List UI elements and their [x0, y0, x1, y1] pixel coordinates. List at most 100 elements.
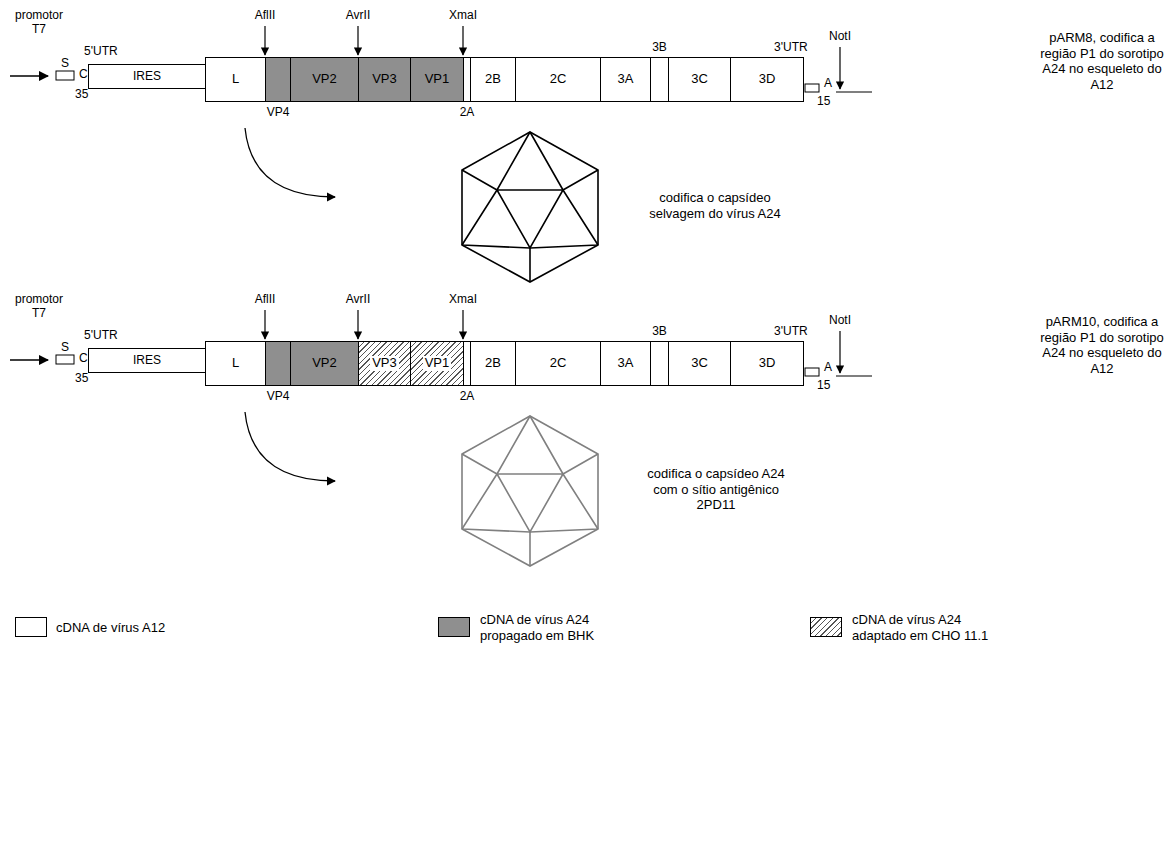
- site-arrow: [462, 310, 463, 339]
- segment-label: IRES: [133, 70, 161, 84]
- segment-label: 3C: [691, 356, 708, 371]
- construct-art: [10, 310, 872, 566]
- segment-label: 2A: [460, 390, 475, 403]
- site-label: AflII: [243, 292, 287, 306]
- polyc-label: C: [79, 351, 88, 365]
- gene-segment: VP3: [358, 341, 411, 386]
- gene-segment: 3A: [600, 57, 651, 102]
- icosahedron: [462, 132, 598, 282]
- site-arrow: [839, 331, 840, 373]
- segment-label: 2C: [550, 356, 567, 371]
- segment-label: 3C: [691, 72, 708, 87]
- site-label: XmaI: [441, 8, 485, 22]
- gene-segment: L: [205, 341, 266, 386]
- segment-label: 3B: [652, 41, 667, 54]
- icosahedron: [462, 416, 598, 566]
- segment-label: 3D: [759, 72, 776, 87]
- curved-arrow: [245, 128, 335, 197]
- s-fragment-box: [56, 71, 74, 80]
- segment-label: IRES: [133, 354, 161, 368]
- site-arrow: [264, 310, 265, 339]
- ires-box: IRES: [88, 348, 206, 373]
- site-label: AvrII: [336, 8, 380, 22]
- polya-label: A: [824, 76, 832, 90]
- segment-label: VP2: [312, 72, 337, 87]
- legend-text: cDNA de vírus A24 propagado em BHK: [480, 612, 620, 643]
- gene-segment: 3B: [650, 341, 669, 386]
- fragment-label: S: [61, 56, 69, 70]
- segment-label: 2C: [550, 72, 567, 87]
- utr-label: 3'UTR: [774, 324, 808, 338]
- gene-segment: 3B: [650, 57, 669, 102]
- gene-segment: 3D: [730, 57, 804, 102]
- gene-segment: VP2: [290, 341, 359, 386]
- segment-label: VP3: [372, 72, 397, 87]
- gene-segment: 2C: [515, 341, 601, 386]
- gene-segment: 3C: [668, 341, 731, 386]
- length-label: 15: [817, 378, 830, 392]
- length-label: 35: [75, 87, 88, 101]
- segment-label: VP3: [370, 356, 399, 371]
- gene-segment: 3A: [600, 341, 651, 386]
- segment-label: VP2: [312, 356, 337, 371]
- gene-segment: VP4: [265, 57, 291, 102]
- ires-box: IRES: [88, 64, 206, 89]
- site-label: NotI: [820, 29, 860, 43]
- segment-label: VP1: [423, 356, 452, 371]
- site-label: AflII: [243, 8, 287, 22]
- icosahedron-outline: [462, 416, 598, 566]
- gene-segment: L: [205, 57, 266, 102]
- site-arrow: [357, 26, 358, 55]
- site-arrow: [264, 26, 265, 55]
- legend-swatch: [810, 617, 842, 637]
- gene-segment: 2C: [515, 57, 601, 102]
- site-arrow: [462, 26, 463, 55]
- segment-label: 3A: [618, 72, 634, 87]
- segment-label: VP4: [267, 106, 290, 119]
- utr-label: 5'UTR: [84, 44, 118, 58]
- construct-description: pARM10, codifica a região P1 do sorotipo…: [1040, 314, 1164, 376]
- construct-art: [10, 26, 872, 282]
- segment-label: 2A: [460, 106, 475, 119]
- polya-box: [805, 368, 819, 376]
- icosahedron-face: [497, 190, 563, 248]
- segment-label: 3A: [618, 356, 634, 371]
- polya-label: A: [824, 360, 832, 374]
- vector-line: [836, 375, 872, 376]
- gene-segment: 3D: [730, 341, 804, 386]
- gene-segment: VP4: [265, 341, 291, 386]
- construct-description: pARM8, codifica a região P1 do sorotipo …: [1040, 30, 1164, 92]
- gene-segment: 3C: [668, 57, 731, 102]
- legend-text: cDNA de vírus A12: [56, 620, 165, 636]
- segment-label: 3B: [652, 325, 667, 338]
- length-label: 35: [75, 371, 88, 385]
- polyc-label: C: [79, 67, 88, 81]
- icosahedron-face: [497, 474, 563, 532]
- icosahedron-outline: [462, 132, 598, 282]
- s-fragment-box: [56, 355, 74, 364]
- promoter-arrow: [10, 359, 48, 361]
- site-arrow: [357, 310, 358, 339]
- capsid-caption: codifica o capsídeo selvagem do vírus A2…: [630, 190, 800, 221]
- gene-segment: VP2: [290, 57, 359, 102]
- segment-label: VP4: [267, 390, 290, 403]
- gene-segment: VP3: [358, 57, 411, 102]
- segment-label: 2B: [485, 72, 501, 87]
- promoter-label: promotor T7: [8, 8, 70, 37]
- site-label: AvrII: [336, 292, 380, 306]
- segment-label: 2B: [485, 356, 501, 371]
- segment-label: VP1: [425, 72, 450, 87]
- segment-label: L: [232, 356, 239, 371]
- gene-segment: 2B: [470, 57, 516, 102]
- utr-label: 5'UTR: [84, 328, 118, 342]
- capsid-caption: codifica o capsídeo A24 com o sítio anti…: [640, 466, 792, 513]
- legend-swatch: [438, 617, 470, 637]
- legend-text: cDNA de vírus A24 adaptado em CHO 11.1: [852, 612, 992, 643]
- segment-label: L: [232, 72, 239, 87]
- promoter-arrow: [10, 75, 48, 77]
- icosahedron-edges: [462, 416, 598, 566]
- vector-line: [836, 91, 872, 92]
- fragment-label: S: [61, 340, 69, 354]
